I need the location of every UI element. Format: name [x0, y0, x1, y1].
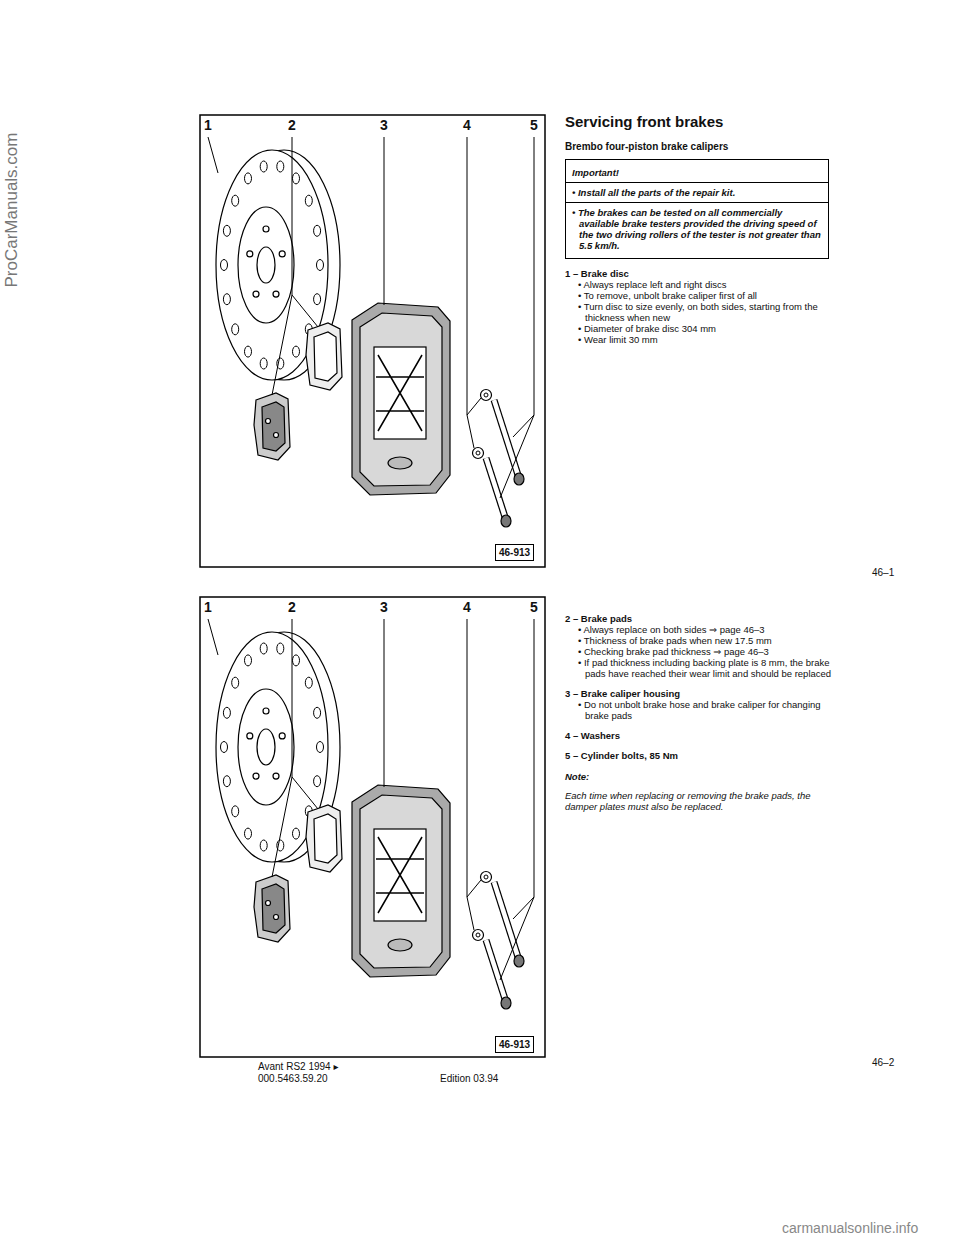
box-text: • The brakes can be tested on all commer…: [566, 202, 828, 255]
bullet-text: • Diameter of brake disc 304 mm: [578, 323, 837, 334]
item-heading: 2 – Brake pads: [565, 613, 837, 624]
brake-illustration: [208, 619, 534, 1009]
figure-number-box: 46-913: [495, 544, 534, 561]
figure-frame: [200, 597, 545, 1057]
bullet-text: • Do not unbolt brake hose and brake cal…: [578, 699, 837, 721]
callout-number: 5: [530, 118, 538, 132]
page-number: 46–2: [872, 1057, 894, 1069]
footer-text: Avant RS2 1994 ▸: [258, 1061, 338, 1073]
callout-number: 2: [288, 600, 296, 614]
box-heading: 46-913: [499, 546, 530, 559]
figure-frame: [200, 115, 545, 567]
box-heading: 46-913: [499, 1038, 530, 1051]
item-heading: 4 – Washers: [565, 730, 837, 741]
bullet-text: • Thickness of brake pads when new 17.5 …: [578, 635, 837, 646]
note-box: Important!• Install all the parts of the…: [565, 159, 829, 259]
callout-number: 1: [204, 118, 212, 132]
item-heading: 3 – Brake caliper housing: [565, 688, 837, 699]
watermark: carmanualsonline.info: [782, 1220, 918, 1236]
bullet-text: • Checking brake pad thickness ⇒ page 46…: [578, 646, 837, 657]
bullet-text: • Always replace on both sides ⇒ page 46…: [578, 624, 837, 635]
callout-number: 3: [380, 600, 388, 614]
bullet-text: • To remove, unbolt brake caliper first …: [578, 290, 837, 301]
callout-number: 4: [463, 600, 471, 614]
note-text: Each time when replacing or removing the…: [565, 790, 837, 812]
subheading: Brembo four-piston brake calipers: [565, 141, 837, 153]
text-column: 2 – Brake pads• Always replace on both s…: [565, 604, 837, 812]
text-column: Servicing front brakesBrembo four-piston…: [565, 113, 837, 345]
box-heading: Important!: [572, 163, 822, 182]
bullet-text: • Turn disc to size evenly, on both side…: [578, 301, 837, 323]
callout-number: 1: [204, 600, 212, 614]
callout-number: 5: [530, 600, 538, 614]
page-number: 46–1: [872, 567, 894, 579]
footer-text: Edition 03.94: [440, 1073, 498, 1085]
item-heading: 5 – Cylinder bolts, 85 Nm: [565, 750, 837, 761]
callout-number: 4: [463, 118, 471, 132]
figure-number-box: 46-913: [495, 1036, 534, 1053]
item-heading: 1 – Brake disc: [565, 268, 837, 279]
watermark: ProCarManuals.com: [2, 130, 22, 290]
bullet-text: • Wear limit 30 mm: [578, 334, 837, 345]
callout-number: 3: [380, 118, 388, 132]
footer-text: 000.5463.59.20: [258, 1073, 328, 1085]
bullet-text: • If pad thickness including backing pla…: [578, 657, 837, 679]
bullet-text: • Always replace left and right discs: [578, 279, 837, 290]
callout-number: 2: [288, 118, 296, 132]
box-text: • Install all the parts of the repair ki…: [566, 182, 828, 202]
brake-illustration: [208, 137, 534, 527]
note-heading: Note:: [565, 771, 837, 782]
page-title: Servicing front brakes: [565, 113, 837, 131]
